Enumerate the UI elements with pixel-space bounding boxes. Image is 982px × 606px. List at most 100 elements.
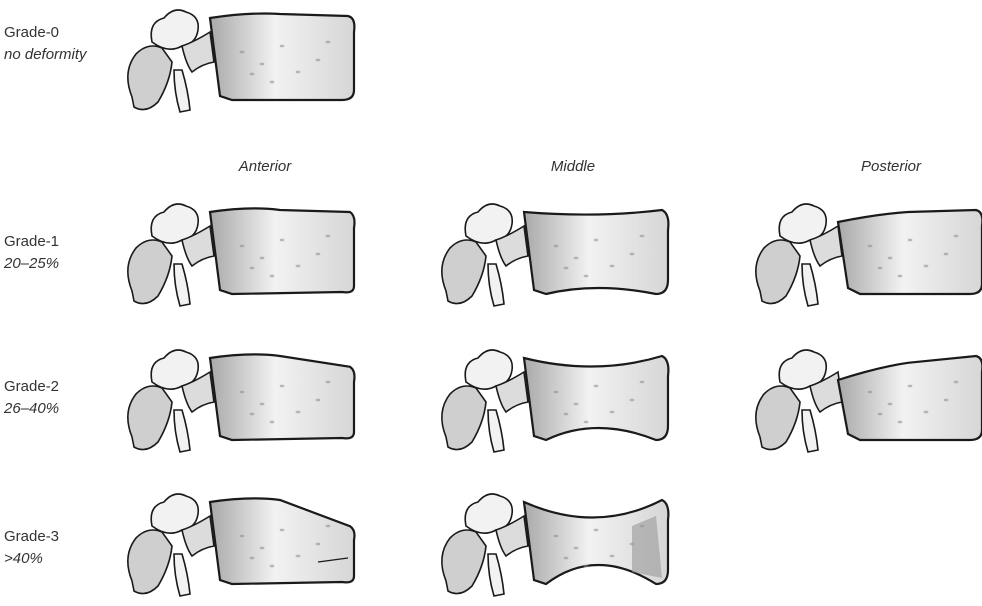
bone-texture-dot (924, 265, 929, 268)
bone-texture-dot (316, 543, 321, 546)
grade-3-label: Grade-3 >40% (4, 526, 59, 570)
bone-texture-dot (564, 267, 569, 270)
bone-texture-dot (250, 267, 255, 270)
vertebral-body (210, 208, 355, 294)
vertebra-grade-2-middle (436, 342, 676, 457)
bone-texture-dot (594, 529, 599, 532)
bone-texture-dot (270, 81, 275, 84)
bone-texture-dot (888, 257, 893, 260)
articular-process (802, 264, 818, 306)
articular-process (488, 410, 504, 452)
bone-texture-dot (610, 555, 615, 558)
bone-texture-dot (640, 235, 645, 238)
bone-texture-dot (296, 411, 301, 414)
bone-texture-dot (270, 565, 275, 568)
bone-texture-dot (898, 421, 903, 424)
spinous-process (442, 240, 486, 304)
vertebra-grade-1-anterior (122, 196, 362, 311)
bone-texture-dot (630, 253, 635, 256)
bone-texture-dot (280, 385, 285, 388)
bone-texture-dot (260, 63, 265, 66)
bone-texture-dot (326, 381, 331, 384)
vertebral-body (524, 356, 668, 440)
vertebra-grade-3-anterior (122, 486, 362, 601)
vertebral-body (838, 356, 982, 440)
vertebral-body (210, 354, 355, 440)
bone-texture-dot (564, 557, 569, 560)
vertebral-body (524, 210, 668, 294)
vertebra-grade-0-normal (122, 2, 362, 117)
bone-texture-dot (878, 267, 883, 270)
bone-texture-dot (584, 275, 589, 278)
bone-texture-dot (296, 265, 301, 268)
bone-texture-dot (260, 257, 265, 260)
bone-texture-dot (594, 239, 599, 242)
vertebra-grade-3-middle (436, 486, 676, 601)
bone-texture-dot (574, 257, 579, 260)
bone-texture-dot (326, 525, 331, 528)
bone-texture-dot (240, 535, 245, 538)
bone-texture-dot (250, 73, 255, 76)
grade-name: Grade-3 (4, 526, 59, 548)
articular-process (174, 554, 190, 596)
spinous-process (128, 46, 172, 110)
bone-texture-dot (954, 381, 959, 384)
bone-texture-dot (878, 413, 883, 416)
bone-texture-dot (260, 547, 265, 550)
articular-process (174, 70, 190, 112)
grade-1-label: Grade-1 20–25% (4, 231, 59, 275)
bone-texture-dot (260, 403, 265, 406)
bone-texture-dot (250, 413, 255, 416)
vertebral-body (210, 14, 354, 101)
vertebral-body (838, 210, 982, 294)
bone-texture-dot (944, 253, 949, 256)
bone-texture-dot (554, 391, 559, 394)
grade-description: >40% (4, 548, 59, 570)
vertebra-grade-2-anterior (122, 342, 362, 457)
spinous-process (128, 530, 172, 594)
spinous-process (442, 386, 486, 450)
spinous-process (442, 530, 486, 594)
bone-texture-dot (888, 403, 893, 406)
bone-texture-dot (270, 421, 275, 424)
bone-texture-dot (594, 385, 599, 388)
bone-texture-dot (574, 547, 579, 550)
bone-texture-dot (280, 239, 285, 242)
bone-texture-dot (898, 275, 903, 278)
bone-texture-dot (908, 385, 913, 388)
grade-2-label: Grade-2 26–40% (4, 376, 59, 420)
bone-texture-dot (554, 535, 559, 538)
grade-description: 20–25% (4, 253, 59, 275)
grade-name: Grade-0 (4, 22, 87, 44)
bone-texture-dot (924, 411, 929, 414)
grade-0-label: Grade-0 no deformity (4, 22, 87, 66)
grade-name: Grade-2 (4, 376, 59, 398)
bone-texture-dot (270, 275, 275, 278)
bone-texture-dot (610, 265, 615, 268)
bone-texture-dot (564, 413, 569, 416)
bone-texture-dot (240, 245, 245, 248)
bone-texture-dot (326, 235, 331, 238)
bone-texture-dot (574, 403, 579, 406)
spinous-process (756, 386, 800, 450)
grade-name: Grade-1 (4, 231, 59, 253)
bone-texture-dot (944, 399, 949, 402)
column-header-posterior: Posterior (811, 158, 971, 175)
column-header-anterior: Anterior (185, 158, 345, 175)
bone-texture-dot (868, 245, 873, 248)
grade-description: no deformity (4, 44, 87, 66)
bone-texture-dot (584, 565, 589, 568)
bone-texture-dot (250, 557, 255, 560)
bone-texture-dot (868, 391, 873, 394)
bone-texture-dot (610, 411, 615, 414)
vertebra-grade-2-posterior (750, 342, 982, 457)
bone-texture-dot (554, 245, 559, 248)
bone-texture-dot (280, 45, 285, 48)
bone-texture-dot (240, 391, 245, 394)
articular-process (802, 410, 818, 452)
spinous-process (128, 386, 172, 450)
bone-texture-dot (316, 59, 321, 62)
bone-texture-dot (296, 555, 301, 558)
vertebra-grade-1-posterior (750, 196, 982, 311)
bone-texture-dot (954, 235, 959, 238)
